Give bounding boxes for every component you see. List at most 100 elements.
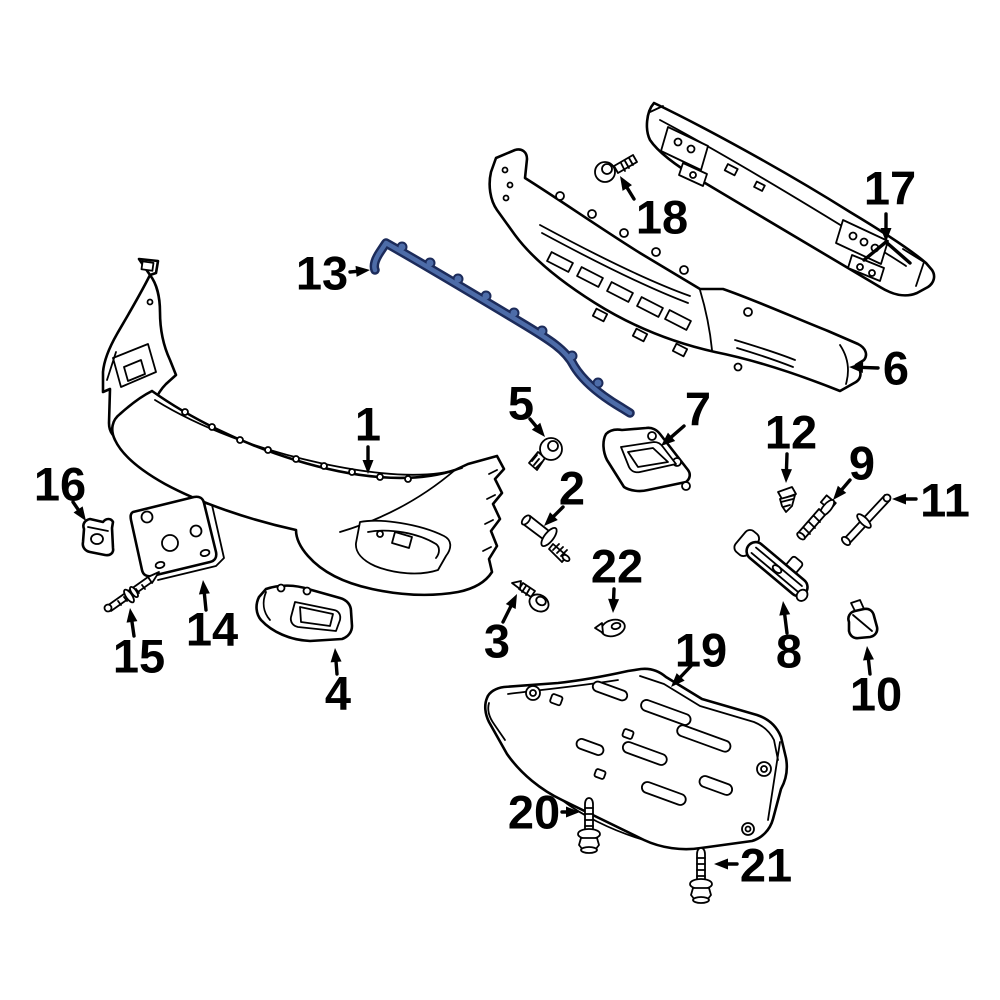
callout-arrowhead-22: [608, 598, 620, 613]
callout-arrowhead-2: [544, 512, 558, 526]
callout-arrowhead-19: [671, 673, 685, 687]
part-bolt-2: [520, 514, 571, 563]
part-trim-strip-highlighted: [369, 238, 635, 418]
callout-label-16: 16: [34, 458, 86, 511]
part-bolt-9: [796, 494, 837, 541]
part-screw-3: [511, 580, 550, 613]
callout-label-2: 2: [559, 462, 585, 515]
callout-22: 22: [591, 540, 643, 613]
callout-label-1: 1: [355, 398, 381, 451]
callout-arrowhead-4: [330, 648, 342, 663]
callout-16: 16: [34, 458, 86, 521]
callout-label-6: 6: [883, 342, 909, 395]
callout-label-4: 4: [325, 667, 351, 720]
callout-20: 20: [508, 786, 580, 839]
part-stud-11: [840, 493, 892, 547]
callout-arrowhead-16: [73, 506, 86, 521]
callout-arrow-12: [784, 452, 789, 471]
callout-arrow-7: [669, 424, 686, 439]
callout-arrowhead-15: [126, 608, 138, 623]
part-clip-10: [847, 599, 879, 640]
callout-arrowhead-11: [892, 493, 906, 505]
part-push-clip-12: [777, 486, 797, 513]
callout-arrowhead-12: [780, 468, 792, 483]
callout-5: 5: [508, 377, 545, 437]
part-bolt-21: [689, 847, 713, 904]
callout-label-7: 7: [685, 383, 711, 436]
callout-arrowhead-1: [362, 460, 374, 474]
callout-label-22: 22: [591, 540, 643, 593]
callout-arrowhead-5: [531, 422, 545, 437]
callout-arrow-10: [866, 658, 872, 676]
callout-3: 3: [484, 594, 517, 668]
callout-arrowhead-21: [714, 858, 728, 870]
callout-arrow-4: [334, 660, 339, 676]
callout-11: 11: [892, 474, 970, 527]
callout-arrowhead-14: [198, 580, 210, 595]
callout-arrowhead-7: [661, 432, 676, 446]
callout-label-20: 20: [508, 786, 560, 839]
callout-8: 8: [776, 601, 802, 678]
callout-arrow-14: [202, 592, 208, 612]
callout-arrow-3: [501, 604, 513, 624]
callout-4: 4: [325, 648, 351, 720]
part-skid-plate: [483, 667, 789, 851]
callout-arrowhead-8: [779, 601, 791, 616]
callout-21: 21: [714, 839, 792, 892]
callout-label-21: 21: [740, 839, 792, 892]
callout-label-3: 3: [484, 615, 510, 668]
callout-label-17: 17: [864, 162, 916, 215]
part-rivet-15: [103, 571, 160, 613]
part-tow-hook-cover: [602, 426, 692, 493]
callout-label-5: 5: [508, 377, 534, 430]
callout-arrowhead-9: [833, 485, 847, 500]
callout-arrow-2: [552, 505, 565, 518]
callout-arrow-6: [861, 365, 880, 370]
callout-6: 6: [849, 342, 909, 395]
callout-2: 2: [544, 462, 585, 526]
callout-leader-17: [862, 240, 888, 262]
callout-arrow-15: [130, 620, 136, 638]
callout-label-9: 9: [849, 437, 875, 490]
callout-label-15: 15: [113, 630, 165, 683]
callout-label-13: 13: [296, 247, 348, 300]
callout-15: 15: [113, 608, 165, 683]
callout-arrowhead-20: [566, 806, 580, 818]
callout-arrowhead-17: [880, 228, 892, 242]
part-clip-16: [81, 517, 115, 557]
callout-17: 17: [862, 162, 916, 265]
part-bracket-8: [733, 529, 809, 602]
callout-label-18: 18: [636, 191, 688, 244]
callout-arrow-18: [625, 186, 636, 201]
callout-arrowhead-3: [505, 594, 517, 609]
callout-leader-17: [884, 240, 912, 265]
callout-7: 7: [661, 383, 711, 446]
part-grommet-22: [594, 618, 626, 638]
part-license-bracket: [129, 495, 225, 581]
callout-label-12: 12: [765, 406, 817, 459]
callout-arrow-8: [783, 613, 789, 635]
callout-14: 14: [186, 580, 238, 656]
callout-9: 9: [833, 437, 875, 500]
callout-1: 1: [355, 398, 381, 474]
callout-18: 18: [620, 176, 688, 244]
callout-label-8: 8: [776, 625, 802, 678]
callout-arrow-16: [71, 500, 80, 512]
callout-12: 12: [765, 406, 817, 483]
callout-arrow-13: [348, 269, 358, 274]
callout-arrowhead-10: [863, 646, 874, 661]
callout-label-14: 14: [186, 603, 238, 656]
callout-arrowhead-6: [849, 361, 864, 373]
callout-arrowhead-13: [355, 265, 370, 277]
part-fog-bezel: [255, 583, 354, 643]
callout-label-19: 19: [675, 624, 727, 677]
callout-19: 19: [671, 624, 727, 687]
callout-13: 13: [296, 247, 370, 300]
part-lower-valance: [488, 148, 868, 393]
part-front-bumper-cover: [101, 257, 506, 597]
callout-label-10: 10: [850, 668, 902, 721]
part-bolt-18: [594, 154, 638, 183]
